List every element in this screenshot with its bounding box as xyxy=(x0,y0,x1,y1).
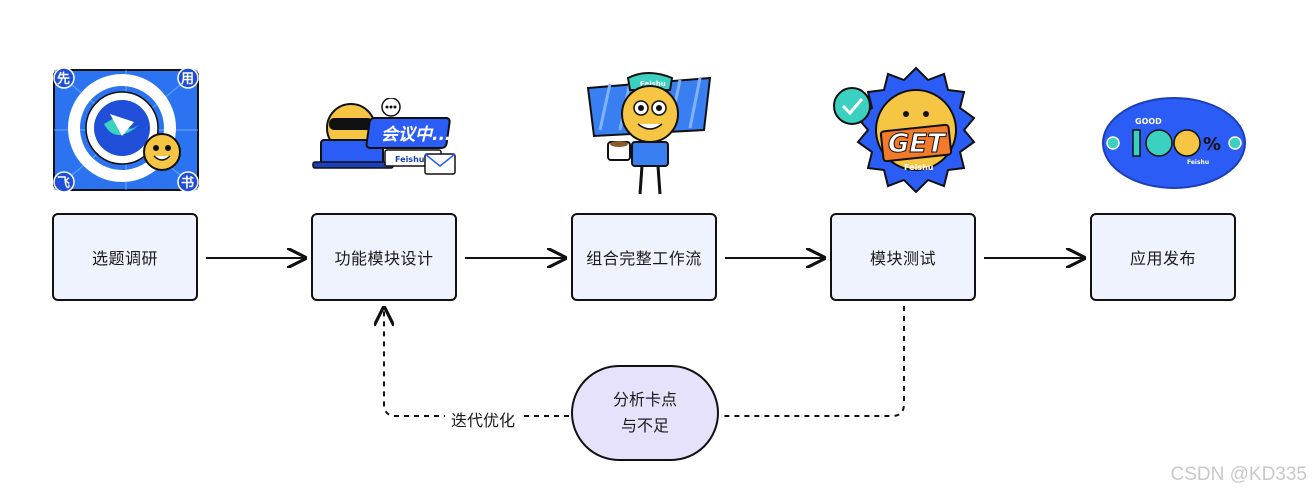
svg-text:先: 先 xyxy=(57,71,70,87)
get-sun-badge-icon: GET Feishu xyxy=(833,66,976,194)
svg-text:Feishu: Feishu xyxy=(640,80,666,88)
svg-text:用: 用 xyxy=(180,72,194,87)
step-combine-workflow: 组合完整工作流 xyxy=(571,213,717,301)
meeting-laptop-mascot-icon: 会议中... Feishu xyxy=(312,98,456,175)
svg-text:书: 书 xyxy=(181,175,194,191)
watermark: CSDN @KD335 xyxy=(1170,464,1308,485)
step-label: 功能模块设计 xyxy=(334,249,434,268)
svg-text:飞: 飞 xyxy=(57,176,70,191)
dashed-test-to-node xyxy=(723,306,905,417)
node-line-2: 与不足 xyxy=(620,416,669,435)
good-100-percent-badge-icon: GOOD % Feishu xyxy=(1102,97,1246,189)
node-line-1: 分析卡点 xyxy=(612,390,677,409)
svg-text:会议中...: 会议中... xyxy=(381,125,451,145)
dashed-node-to-design xyxy=(384,308,569,417)
step-module-test: 模块测试 xyxy=(830,213,976,301)
svg-text:Feishu: Feishu xyxy=(904,163,934,172)
svg-text:GET: GET xyxy=(888,129,947,159)
svg-text:GOOD: GOOD xyxy=(1135,117,1162,126)
step-app-release: 应用发布 xyxy=(1090,213,1236,301)
coffee-mascot-icon: Feishu xyxy=(586,72,712,195)
feishu-logo-badge-icon: 先 用 飞 书 xyxy=(53,67,199,193)
loop-label: 迭代优化 xyxy=(445,407,522,431)
svg-text:Feishu: Feishu xyxy=(395,155,425,164)
svg-text:%: % xyxy=(1203,134,1221,155)
step-label: 选题调研 xyxy=(91,249,158,268)
svg-text:Feishu: Feishu xyxy=(1187,159,1209,166)
step-label: 应用发布 xyxy=(1129,249,1196,268)
analysis-node: 分析卡点 与不足 xyxy=(571,365,719,461)
step-topic-research: 选题调研 xyxy=(52,213,198,301)
step-label: 模块测试 xyxy=(869,249,936,268)
step-module-design: 功能模块设计 xyxy=(311,213,457,301)
step-label: 组合完整工作流 xyxy=(586,249,702,268)
